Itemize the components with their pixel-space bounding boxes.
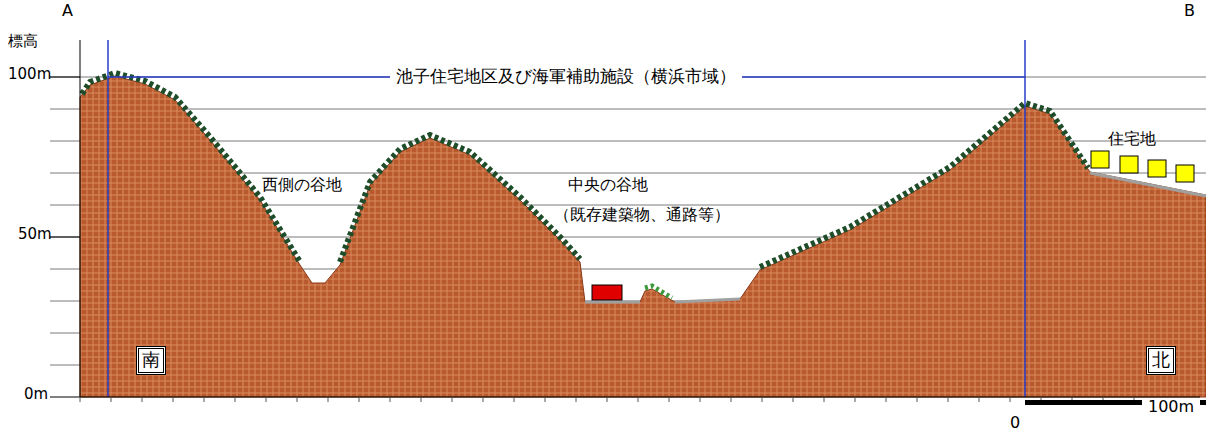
- direction-box: 北: [1146, 346, 1176, 375]
- direction-label: 北: [1152, 349, 1170, 370]
- axis-title: 標高: [8, 33, 38, 50]
- area-label: 住宅地: [1108, 130, 1156, 148]
- scale-value: 100m: [1142, 398, 1200, 416]
- valley-label: 中央の谷地: [568, 176, 648, 194]
- vegetation-edge: [645, 286, 672, 298]
- terrain-ground: [80, 76, 1206, 397]
- vegetation-edge: [340, 135, 580, 262]
- area-boundary: [108, 40, 1025, 397]
- point-label: B: [1184, 2, 1195, 20]
- axis-value: 100m: [8, 66, 51, 83]
- road-surface: [585, 173, 1206, 302]
- houses: [1091, 151, 1194, 182]
- existing-building: [592, 285, 622, 300]
- vegetation-edge: [760, 103, 1088, 267]
- point-label: A: [62, 2, 73, 20]
- direction-box: 南: [136, 346, 166, 375]
- axis: [50, 40, 1200, 397]
- valley-note: （既存建築物、通路等）: [554, 206, 730, 224]
- valley-label: 西側の谷地: [262, 176, 342, 194]
- area-title: 池子住宅地区及び海軍補助施設（横浜市域）: [390, 67, 742, 87]
- axis-value: 0m: [24, 386, 48, 403]
- vegetation-edge: [82, 73, 300, 262]
- scale-value: 0: [1010, 414, 1020, 432]
- axis-value: 50m: [18, 226, 52, 243]
- direction-label: 南: [142, 349, 160, 370]
